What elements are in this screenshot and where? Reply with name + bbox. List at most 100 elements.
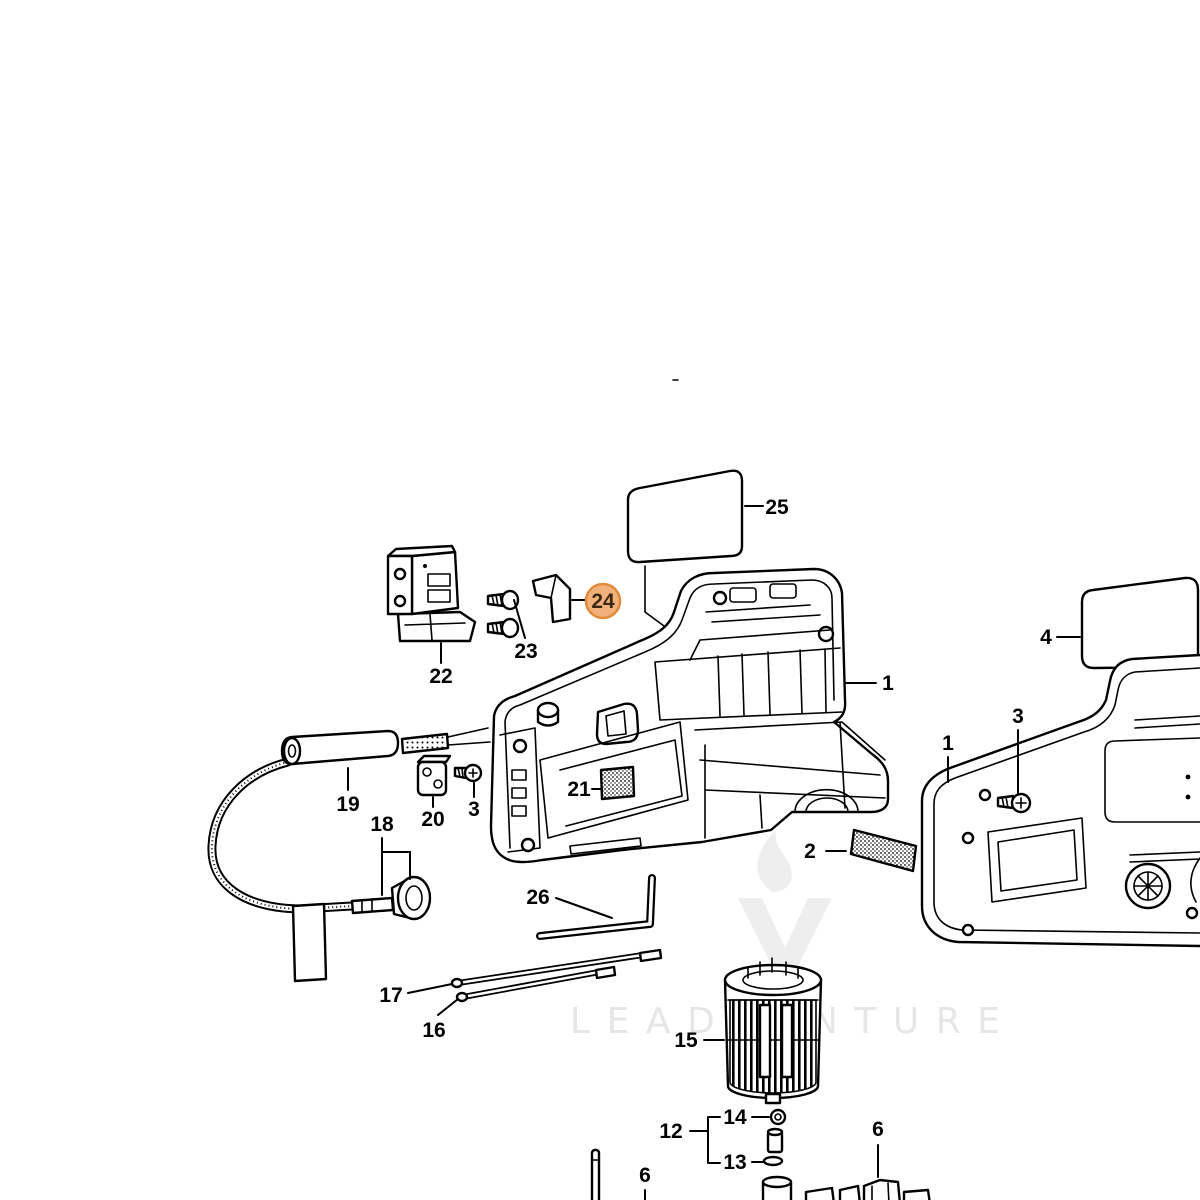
- part-21-label: [599, 765, 636, 801]
- upper-slot: [1134, 715, 1200, 729]
- knob-face-inner: [405, 885, 423, 911]
- rear-rib: [511, 805, 527, 817]
- callout-24-highlight[interactable]: [584, 582, 622, 620]
- callout-14[interactable]: 14: [723, 1106, 747, 1129]
- callout-20[interactable]: 20: [421, 808, 444, 831]
- wire-terminal: [450, 977, 464, 989]
- screw-upper: [486, 589, 520, 611]
- part-19-power-cable: [207, 727, 491, 983]
- bottom-parts: [590, 1148, 931, 1200]
- watermark-v-mark: [738, 898, 832, 978]
- part-18-tension-knob: [350, 875, 432, 921]
- front-arc: [1190, 857, 1200, 903]
- callout-17[interactable]: 17: [379, 984, 402, 1007]
- callout-3-right[interactable]: 3: [1012, 705, 1024, 728]
- callouts: 25 24 22 23 1 4 3 1 19 20 3 21 18 2 26 1…: [336, 496, 1052, 1187]
- clamp-body: [416, 760, 448, 797]
- stator-top: [723, 963, 823, 997]
- callout-1-left[interactable]: 1: [882, 672, 894, 695]
- bearing-outer: [769, 1108, 787, 1126]
- label-recess-inner: [559, 739, 683, 827]
- callout-24[interactable]: 24: [591, 590, 615, 613]
- cable-wires: [447, 727, 491, 746]
- callout-26[interactable]: 26: [526, 886, 549, 909]
- compartment-walls: [654, 629, 843, 721]
- callout-25[interactable]: 25: [765, 496, 789, 519]
- wire-terminal: [594, 965, 617, 980]
- switch-contact: [427, 589, 451, 603]
- callout-23[interactable]: 23: [514, 640, 537, 663]
- stator-windings: [729, 999, 817, 1094]
- callout-18[interactable]: 18: [370, 813, 394, 836]
- wire-fill: [461, 968, 612, 999]
- d-ring-mount: [595, 702, 640, 746]
- cable-connector: [400, 732, 450, 755]
- bushing: [766, 1127, 784, 1154]
- cable-texture: [210, 761, 353, 911]
- compartment-ribs: [717, 648, 827, 717]
- callout-15[interactable]: 15: [674, 1029, 698, 1052]
- callout-19[interactable]: 19: [336, 793, 359, 816]
- bottom-slot: [569, 837, 642, 855]
- recess-dot: [1185, 774, 1191, 780]
- switch-terminal-screw: [393, 567, 407, 581]
- callout-6-right[interactable]: 6: [872, 1118, 884, 1141]
- cable-sleeve: [280, 729, 400, 766]
- watermark-flame: [757, 830, 792, 892]
- gear-emblem-spokes: [1133, 871, 1163, 901]
- hex-key-fill: [538, 876, 654, 938]
- callout-6-left[interactable]: 6: [639, 1164, 651, 1187]
- part-26-hex-key: [536, 874, 656, 940]
- callout-21[interactable]: 21: [567, 778, 591, 801]
- screw-head: [500, 589, 520, 611]
- screw-hole: [1185, 906, 1199, 920]
- handle-boss: [712, 590, 728, 606]
- screw-lower: [486, 617, 520, 639]
- motor-recess: [1104, 737, 1200, 823]
- callout-24-selected[interactable]: 24: [584, 582, 622, 620]
- label-recess: [539, 721, 689, 839]
- washer: [762, 1155, 784, 1167]
- callout-1-right[interactable]: 1: [942, 732, 954, 755]
- leader-12-bracket: [689, 1116, 721, 1164]
- lower-compartment: [694, 721, 886, 839]
- handle-slot: [729, 587, 757, 603]
- screw-hole: [961, 923, 975, 937]
- sleeve-end: [282, 736, 302, 766]
- part-16-wire: [455, 965, 617, 1003]
- label-21-sticker: [599, 765, 636, 801]
- callout-22[interactable]: 22: [429, 665, 452, 688]
- stator-hub: [764, 1092, 782, 1105]
- part-3-screw-left: [453, 763, 483, 783]
- stator-slot: [758, 1003, 772, 1079]
- sprocket-arch: [794, 788, 859, 813]
- cable-tag: [291, 902, 328, 983]
- small-part: [838, 1184, 861, 1200]
- clamp-hole: [433, 779, 443, 789]
- bearing-inner: [774, 1113, 782, 1121]
- wire-terminal: [455, 991, 469, 1003]
- leader-18-bracket: [381, 837, 411, 896]
- callout-3-left[interactable]: 3: [468, 798, 480, 821]
- part-14-bearing: [769, 1108, 787, 1126]
- sprocket-arch-inner: [805, 797, 849, 813]
- switch-pin: [423, 564, 427, 568]
- clamp-hole: [422, 767, 432, 777]
- callout-16[interactable]: 16: [422, 1019, 445, 1042]
- callout-12[interactable]: 12: [659, 1120, 682, 1143]
- rear-rib: [511, 787, 527, 799]
- callout-13[interactable]: 13: [723, 1151, 746, 1174]
- screw-head-cross: [468, 768, 478, 778]
- leader-lines: [347, 505, 1081, 1200]
- stator-bands: [727, 999, 819, 1041]
- part-15-motor-stator: [723, 957, 823, 1105]
- callout-2[interactable]: 2: [804, 840, 816, 863]
- housing-inner-rim: [933, 667, 1200, 934]
- callout-4[interactable]: 4: [1040, 626, 1052, 649]
- handle-rails: [705, 604, 821, 623]
- sleeve-end-bore: [287, 744, 297, 758]
- switch-terminal-screw: [393, 594, 407, 608]
- spindle-top: [761, 1175, 793, 1189]
- leader-26: [555, 897, 613, 919]
